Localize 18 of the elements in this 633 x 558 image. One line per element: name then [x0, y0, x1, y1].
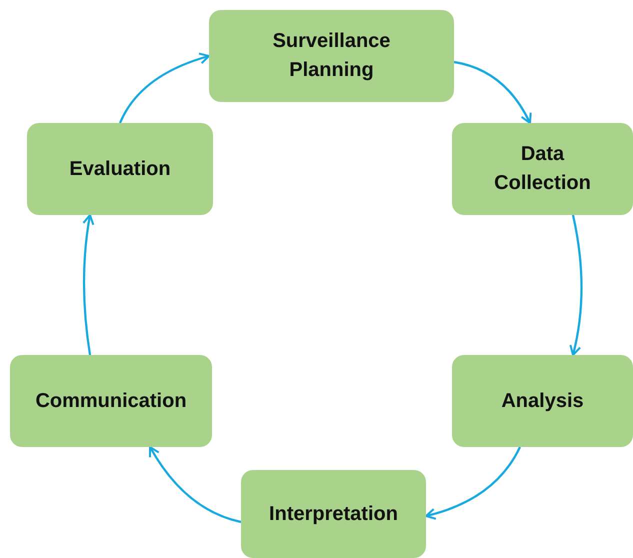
- curved-arrow: [454, 60, 532, 124]
- curved-arrow: [149, 446, 242, 524]
- step-label: Evaluation: [69, 156, 171, 182]
- process-box: [241, 470, 426, 558]
- step-label: Analysis: [501, 388, 584, 414]
- curved-arrow: [569, 214, 583, 356]
- curved-arrow: [425, 446, 521, 520]
- process-box: [27, 123, 213, 215]
- curved-arrow: [119, 52, 210, 124]
- process-box: [209, 10, 454, 102]
- process-box: [452, 123, 633, 215]
- curved-arrow: [82, 214, 94, 356]
- step-label: Interpretation: [269, 502, 398, 526]
- process-box: [10, 355, 212, 447]
- step-label: Communication: [35, 388, 187, 414]
- step-label: Surveillance Planning: [272, 29, 392, 83]
- process-box: [452, 355, 633, 447]
- step-label: Data Collection: [493, 142, 592, 196]
